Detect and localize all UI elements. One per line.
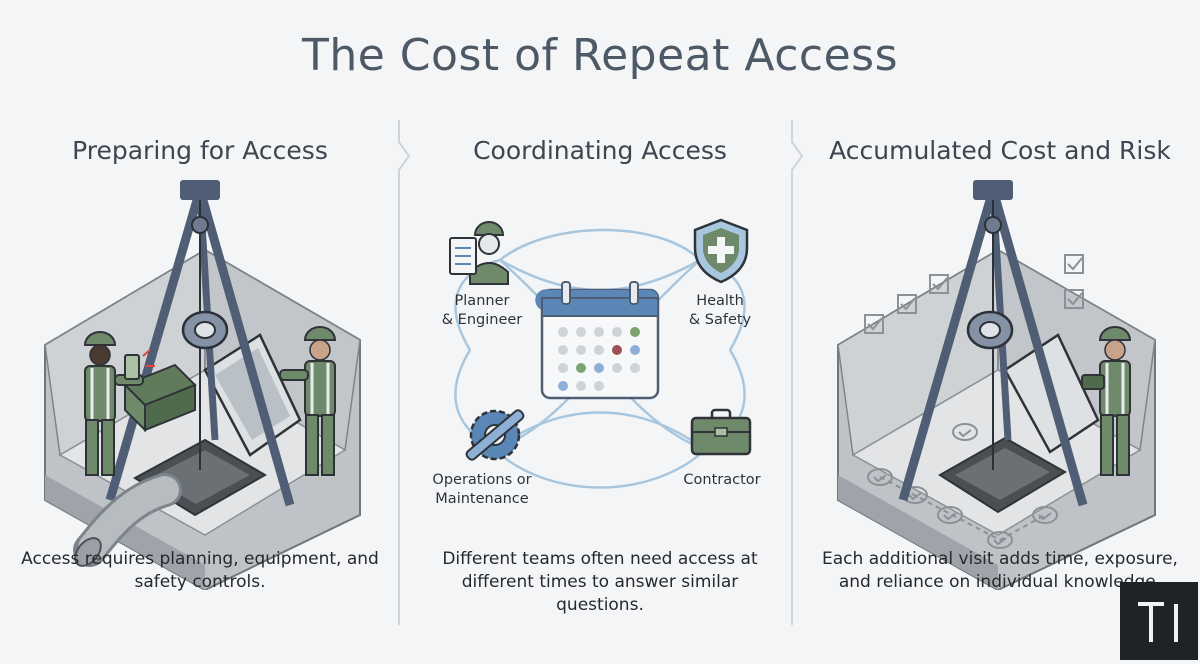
calendar-icon [535, 281, 660, 400]
coordination-diagram: Planner & Engineer Health & Safety Opera… [432, 218, 761, 507]
coordinating-section: Coordinating Access [400, 110, 800, 640]
section-title: Preparing for Access [72, 136, 328, 165]
role-label-operations: Maintenance [435, 491, 528, 507]
section-caption: Access requires planning, equipment, and… [21, 549, 379, 592]
role-label-planner: & Engineer [442, 312, 523, 328]
worker-with-clipboard-icon [449, 221, 509, 285]
worker-operating-winch [1081, 326, 1132, 476]
manhole-preparation-illustration [44, 180, 361, 590]
tripod-winch [105, 180, 295, 507]
role-label-planner: Planner [455, 293, 510, 309]
equipment-case [123, 363, 197, 433]
section-title: Coordinating Access [473, 136, 727, 165]
worker-with-gas-detector [83, 331, 155, 476]
shield-plus-icon [693, 218, 749, 284]
accumulated-section: Accumulated Cost and Risk [800, 110, 1200, 640]
role-label-health: Health [696, 293, 744, 309]
ti-logo [1120, 582, 1198, 660]
section-divider [791, 120, 804, 625]
tripod-winch [898, 180, 1088, 507]
section-caption: Different teams often need access at dif… [442, 549, 758, 615]
ventilation-hose [73, 473, 182, 567]
section-title: Accumulated Cost and Risk [829, 136, 1171, 165]
toolbox-icon [690, 408, 752, 456]
section-divider [398, 120, 411, 625]
role-label-contractor: Contractor [683, 472, 760, 488]
page-title: The Cost of Repeat Access [301, 30, 898, 81]
repeat-access-illustration [837, 180, 1156, 590]
section-caption: Each additional visit adds time, exposur… [822, 549, 1178, 592]
wrench-gear-icon [465, 409, 525, 461]
preparing-section: Preparing for Access [0, 110, 400, 640]
worker-operating-winch [279, 326, 337, 476]
checklist-marks [864, 254, 1084, 549]
role-label-operations: Operations or [432, 472, 531, 488]
role-label-health: & Safety [689, 312, 752, 328]
